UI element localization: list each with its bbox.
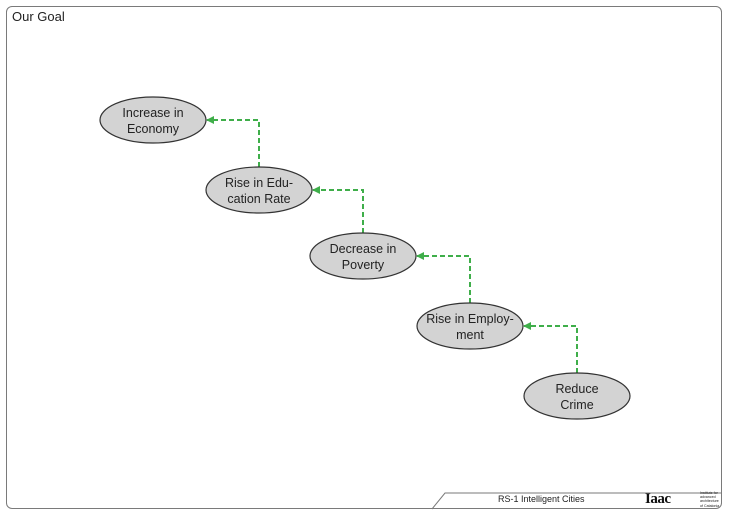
logo-caption-line: architecture: [700, 499, 719, 504]
node-label: Rise in Edu-: [225, 176, 293, 190]
logo-caption-line: of Catalonia: [700, 503, 720, 508]
footer-title: RS-1 Intelligent Cities: [498, 494, 585, 504]
edge-poverty-to-education: [312, 186, 364, 233]
node-label: Rise in Employ-: [426, 312, 514, 326]
node-ellipse: [523, 372, 631, 420]
node-ellipse: [309, 232, 417, 280]
node-employment: Rise in Employ-ment: [416, 302, 524, 350]
node-label: Decrease in: [330, 242, 397, 256]
node-label: Reduce: [555, 382, 598, 396]
node-label: Crime: [560, 398, 593, 412]
iaac-logo: Iaac: [645, 491, 671, 507]
node-label: cation Rate: [227, 192, 290, 206]
logo-caption-line: advanced: [700, 495, 716, 500]
edges-group: [206, 116, 578, 373]
node-label: Increase in: [122, 106, 183, 120]
logo-caption: Institute for advanced architecture of C…: [700, 491, 719, 508]
edge-crime-to-employment: [523, 322, 578, 373]
node-label: Poverty: [342, 258, 385, 272]
page-title: Our Goal: [12, 9, 65, 24]
node-label: ment: [456, 328, 484, 342]
page-frame: [6, 6, 722, 509]
node-economy: Increase in Economy: [99, 96, 207, 144]
logo-caption-line: Institute for: [700, 491, 718, 495]
edge-education-to-economy: [206, 116, 260, 167]
footer-divider: [431, 492, 722, 510]
edge-employment-to-poverty: [416, 252, 471, 303]
node-ellipse: [416, 302, 524, 350]
node-ellipse: [205, 166, 313, 214]
node-poverty: Decrease in Poverty: [309, 232, 417, 280]
node-label: Economy: [127, 122, 180, 136]
node-education: Rise in Edu-cation Rate: [205, 166, 313, 214]
node-ellipse: [99, 96, 207, 144]
